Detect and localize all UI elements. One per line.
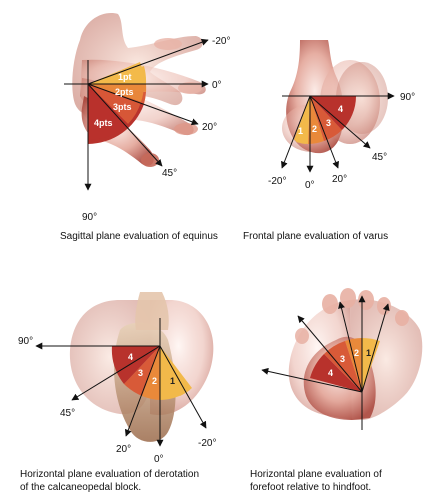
frontal-angle-0: 0° — [305, 180, 315, 191]
block-wedge-4 — [111, 346, 160, 384]
forefoot-label-4: 4 — [328, 368, 333, 378]
sagittal-wedge-2 — [88, 84, 144, 102]
block-label-1: 1 — [170, 376, 175, 386]
sagittal-caption: Sagittal plane evaluation of equinus — [60, 231, 218, 242]
forefoot-arrow-a — [261, 367, 363, 393]
frontal-label-4: 4 — [338, 104, 343, 114]
frontal-wedge-4 — [310, 96, 357, 130]
forefoot-arrow-c — [338, 301, 363, 393]
frontal-arrow-minus20 — [281, 95, 311, 169]
frontal-angle-20: 20° — [332, 174, 347, 185]
horizontal-forefoot-caption-line2: forefoot relative to hindfoot. — [250, 482, 372, 493]
sagittal-arrow-45 — [87, 83, 163, 167]
horizontal-block-caption-line1: Horizontal plane evaluation of derotatio… — [20, 469, 200, 480]
sagittal-wedge-3 — [88, 84, 141, 124]
sagittal-label-4pts: 4pts — [94, 118, 113, 128]
sagittal-label-3pts: 3pts — [113, 102, 132, 112]
block-arrow-20 — [124, 345, 161, 437]
sagittal-angle-minus20: -20° — [212, 36, 230, 47]
block-label-4: 4 — [128, 352, 133, 362]
block-angle-90: 90° — [18, 336, 33, 347]
frontal-wedge-1b — [294, 96, 310, 144]
sagittal-arrow-minus20 — [87, 38, 209, 85]
horizontal-block-caption: Horizontal plane evaluation of derotatio… — [20, 468, 199, 494]
block-label-2: 2 — [152, 376, 157, 386]
forefoot-label-1: 1 — [366, 348, 371, 358]
horizontal-forefoot-panel: 1 2 3 4 — [261, 288, 423, 430]
sagittal-arrow-20 — [87, 83, 199, 126]
forefoot-arrow-d — [361, 303, 390, 393]
forefoot-label-2: 2 — [354, 348, 359, 358]
forefoot-arrow-b — [297, 315, 363, 393]
block-angle-minus20: -20° — [198, 438, 216, 449]
sagittal-angle-0: 0° — [212, 80, 222, 91]
frontal-arrow-20 — [309, 95, 339, 169]
sagittal-angle-90: 90° — [82, 212, 97, 223]
frontal-arrow-45 — [309, 95, 371, 149]
block-arrow-minus20 — [159, 345, 207, 429]
block-angle-45: 45° — [60, 408, 75, 419]
frontal-label-1: 1 — [298, 126, 303, 136]
sagittal-wedge-4 — [88, 84, 128, 141]
horizontal-block-panel: 4 3 2 1 90° 45° 20° 0° -20° — [18, 292, 216, 465]
frontal-wedge-3 — [310, 96, 342, 141]
sagittal-angle-20: 20° — [202, 122, 217, 133]
sagittal-panel: 1pt 2pts 3pts 4pts -20° 0° 20° 45° 90° — [64, 13, 230, 223]
horizontal-forefoot-caption: Horizontal plane evaluation of forefoot … — [250, 468, 382, 494]
frontal-angle-90: 90° — [400, 92, 415, 103]
block-label-3: 3 — [138, 368, 143, 378]
frontal-label-2: 2 — [312, 124, 317, 134]
forefoot-label-3: 3 — [340, 354, 345, 364]
sagittal-label-2pts: 2pts — [115, 87, 134, 97]
forefoot-wedge-3 — [324, 341, 362, 392]
horizontal-forefoot-caption-line1: Horizontal plane evaluation of — [250, 469, 382, 480]
block-angle-0: 0° — [154, 454, 164, 465]
block-wedge-3 — [124, 346, 160, 396]
frontal-wedge-2 — [308, 96, 324, 144]
forefoot-wedge-4 — [310, 354, 362, 392]
frontal-caption: Frontal plane evaluation of varus — [243, 231, 389, 242]
sagittal-angle-45: 45° — [162, 168, 177, 179]
forefoot-wedge-2 — [345, 338, 362, 392]
frontal-angle-45: 45° — [372, 152, 387, 163]
sagittal-label-1pt: 1pt — [118, 72, 132, 82]
frontal-angle-minus20: -20° — [268, 176, 286, 187]
block-arrow-45 — [71, 345, 161, 401]
block-angle-20: 20° — [116, 444, 131, 455]
horizontal-block-caption-line2: of the calcaneopedal block. — [20, 482, 142, 493]
frontal-label-3: 3 — [326, 118, 331, 128]
frontal-panel: 1 2 3 4 90° 45° 20° 0° -20° — [268, 40, 415, 191]
block-wedge-2 — [142, 346, 160, 400]
